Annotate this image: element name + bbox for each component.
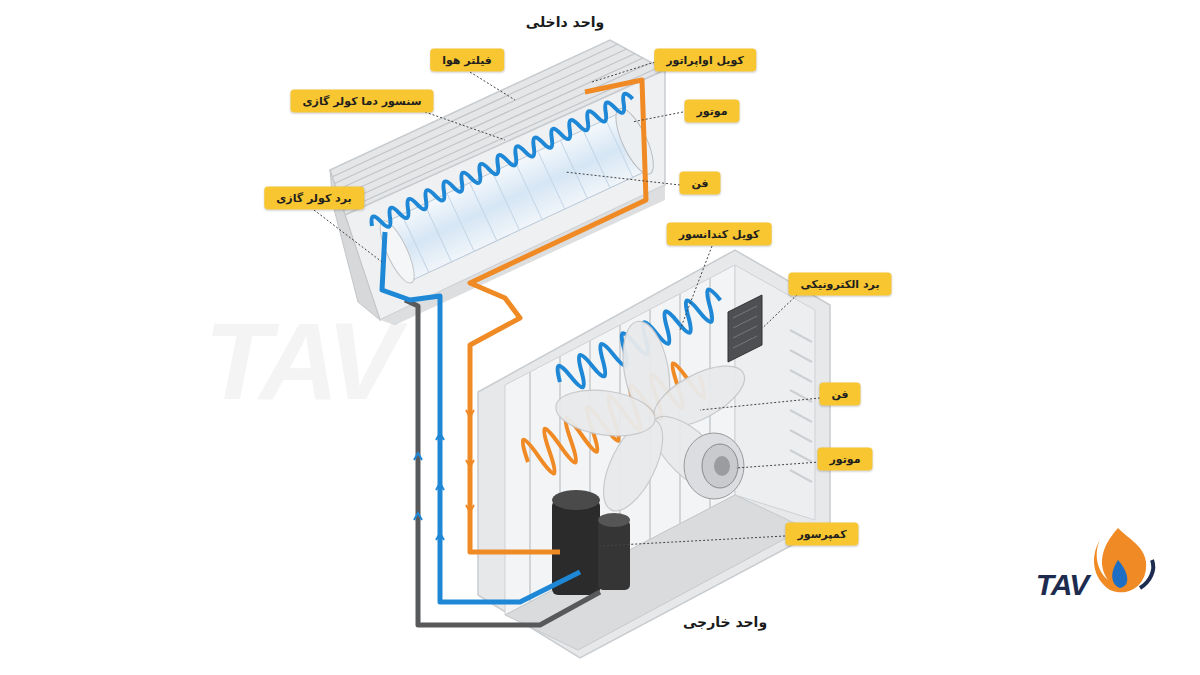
callout-text: سنسور دما کولر گازی bbox=[302, 95, 421, 108]
watermark: TAV bbox=[204, 297, 396, 424]
callout-text: موتور bbox=[696, 105, 727, 118]
callout-text: برد کولر گازی bbox=[276, 192, 352, 205]
callout-box: فیلتر هوا bbox=[430, 49, 504, 72]
flow-arrows bbox=[414, 410, 474, 540]
callout-box: فن bbox=[679, 172, 720, 195]
callout-box: کویل اواپراتور bbox=[654, 49, 756, 72]
callout-box: موتور bbox=[684, 100, 739, 123]
callout-text: کمپرسور bbox=[797, 528, 846, 541]
callout-box: برد الکترونیکی bbox=[788, 273, 891, 296]
callout-box: سنسور دما کولر گازی bbox=[290, 90, 433, 113]
callout-text: فن bbox=[831, 388, 848, 401]
callout-text: برد الکترونیکی bbox=[800, 278, 879, 291]
unit-heading: واحد داخلی bbox=[526, 14, 605, 30]
callout-text: فن bbox=[691, 177, 708, 190]
callout-box: موتور bbox=[817, 448, 872, 471]
callout-text: موتور bbox=[829, 453, 860, 466]
unit-heading: واحد خارجی bbox=[683, 614, 767, 630]
callout-box: فن bbox=[819, 383, 860, 406]
callout-text: فیلتر هوا bbox=[442, 54, 492, 67]
refrigerant-pipes bbox=[382, 80, 646, 625]
callout-box: کمپرسور bbox=[785, 523, 858, 546]
callout-text: کویل اواپراتور bbox=[666, 54, 744, 67]
callout-box: برد کولر گازی bbox=[264, 187, 364, 210]
callout-box: کویل کندانسور bbox=[667, 223, 772, 246]
logo-mark bbox=[1094, 528, 1153, 592]
logo-text: TAV bbox=[1036, 568, 1089, 602]
callout-text: کویل کندانسور bbox=[679, 228, 760, 241]
